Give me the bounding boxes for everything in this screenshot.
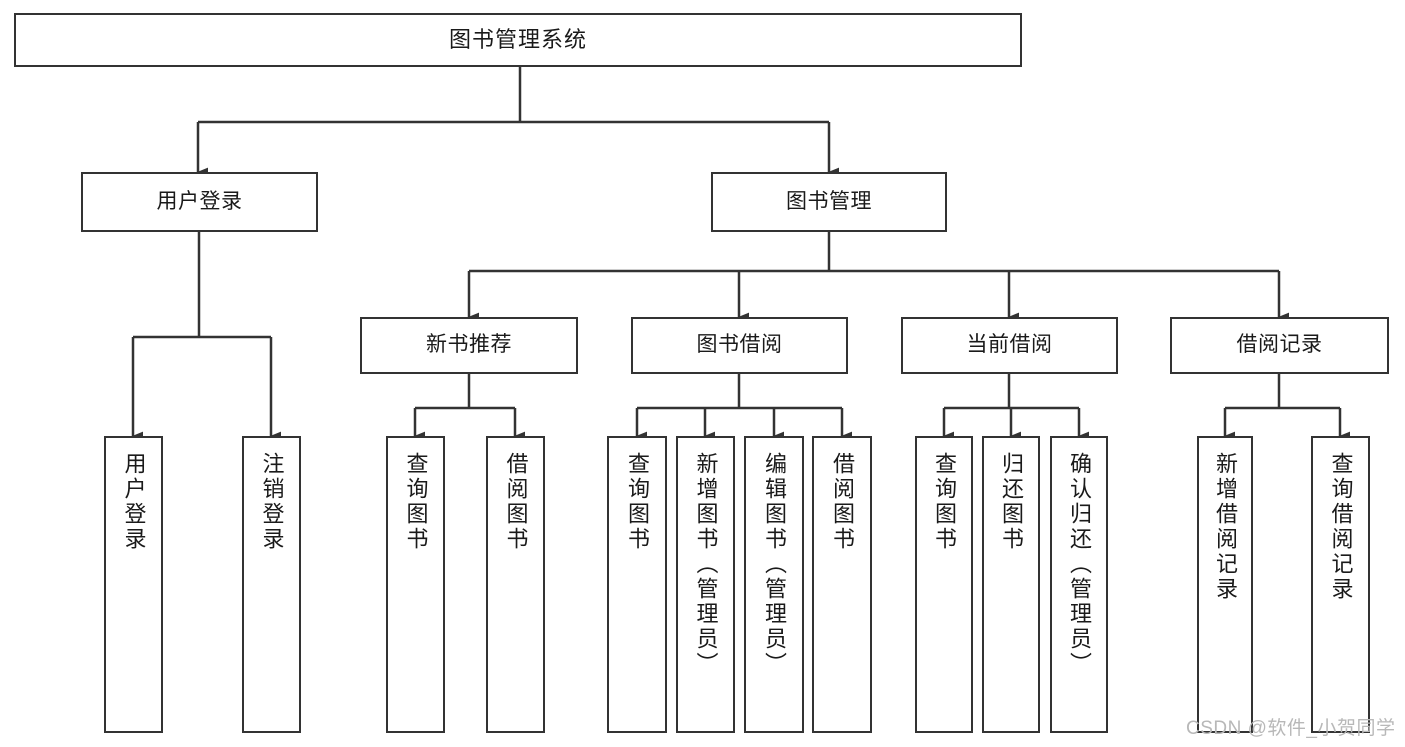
node-leaf-query-book-rec[interactable]: 查询图书: [386, 436, 445, 733]
node-leaf-query-book-cur-label: 查询图书: [932, 452, 957, 552]
csdn-watermark: CSDN @软件_小贺同学: [1186, 718, 1396, 739]
node-leaf-borrow-book[interactable]: 借阅图书: [812, 436, 872, 733]
node-leaf-query-record-label: 查询借阅记录: [1328, 452, 1354, 602]
node-leaf-edit-book-label: 编辑图书（管理员）: [762, 452, 787, 677]
node-leaf-query-record[interactable]: 查询借阅记录: [1311, 436, 1370, 733]
node-new-book-rec-label: 新书推荐: [426, 333, 512, 357]
node-leaf-add-book-label: 新增图书（管理员）: [693, 452, 719, 677]
node-leaf-return-book-label: 归还图书: [999, 452, 1024, 552]
node-leaf-user-logout-label: 注销登录: [259, 452, 285, 552]
node-leaf-borrow-book-label: 借阅图书: [830, 452, 855, 552]
node-book-manage-label: 图书管理: [786, 189, 872, 213]
node-leaf-add-record[interactable]: 新增借阅记录: [1197, 436, 1253, 733]
node-leaf-add-book[interactable]: 新增图书（管理员）: [676, 436, 735, 733]
node-leaf-query-book-borrow-label: 查询图书: [625, 452, 650, 552]
node-leaf-user-login[interactable]: 用户登录: [104, 436, 163, 733]
node-leaf-return-book[interactable]: 归还图书: [982, 436, 1040, 733]
node-leaf-add-record-label: 新增借阅记录: [1213, 452, 1238, 602]
node-new-book-rec[interactable]: 新书推荐: [360, 317, 578, 374]
node-leaf-confirm-return-label: 确认归还（管理员）: [1067, 452, 1092, 677]
node-user-login-label: 用户登录: [156, 189, 243, 213]
node-book-manage[interactable]: 图书管理: [711, 172, 947, 232]
node-leaf-query-book-rec-label: 查询图书: [403, 452, 429, 552]
node-leaf-query-book-cur[interactable]: 查询图书: [915, 436, 973, 733]
node-leaf-confirm-return[interactable]: 确认归还（管理员）: [1050, 436, 1108, 733]
node-root-label: 图书管理系统: [448, 27, 587, 53]
node-leaf-user-logout[interactable]: 注销登录: [242, 436, 301, 733]
node-leaf-edit-book[interactable]: 编辑图书（管理员）: [744, 436, 804, 733]
node-leaf-user-login-label: 用户登录: [121, 452, 147, 552]
node-borrow-record[interactable]: 借阅记录: [1170, 317, 1389, 374]
node-leaf-borrow-book-rec-label: 借阅图书: [503, 452, 529, 552]
node-user-login[interactable]: 用户登录: [81, 172, 318, 232]
node-current-borrow[interactable]: 当前借阅: [901, 317, 1118, 374]
node-current-borrow-label: 当前借阅: [966, 333, 1053, 357]
node-book-borrow[interactable]: 图书借阅: [631, 317, 848, 374]
node-leaf-query-book-borrow[interactable]: 查询图书: [607, 436, 667, 733]
node-leaf-borrow-book-rec[interactable]: 借阅图书: [486, 436, 545, 733]
node-borrow-record-label: 借阅记录: [1236, 333, 1323, 357]
node-root[interactable]: 图书管理系统: [14, 13, 1022, 67]
node-book-borrow-label: 图书借阅: [696, 333, 783, 357]
